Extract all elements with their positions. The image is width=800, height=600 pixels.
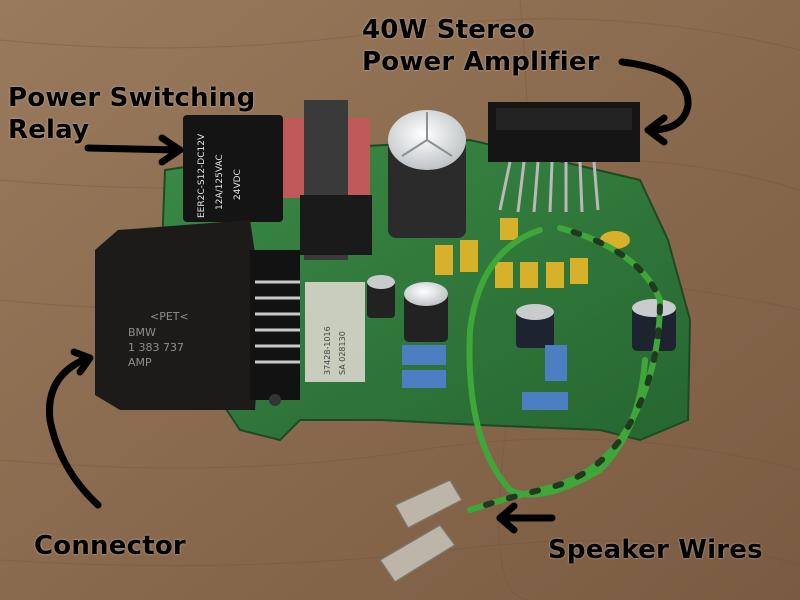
small-capacitors — [367, 275, 676, 351]
connector-marking-3: 1 383 737 — [128, 341, 184, 354]
relay-arrow-icon — [84, 134, 184, 166]
relay-label-line-1: Power Switching — [8, 83, 256, 113]
large-capacitor — [388, 110, 466, 238]
annotation-arrows — [45, 58, 692, 534]
speaker-wires-label-text: Speaker Wires — [548, 535, 763, 565]
connector-label-text: Connector — [34, 531, 186, 561]
amplifier-label-line-1: 40W Stereo — [362, 15, 536, 45]
connector-marking-4: AMP — [128, 356, 152, 369]
sticker-marking-2: SA 028130 — [338, 331, 347, 375]
pcb-sticker: 37428-1016 SA 028130 — [305, 282, 365, 382]
connector-housing: <PET< BMW 1 383 737 AMP — [95, 220, 300, 410]
relay-marking-1: EER2C-S12-DC12V — [197, 133, 207, 218]
amplifier-label: 40W Stereo Power Amplifier — [362, 14, 600, 78]
amplifier-arrow-icon — [618, 58, 692, 146]
amplifier-ic — [488, 102, 640, 213]
relay-marking-3: 24VDC — [233, 169, 243, 200]
connector-marking-1: <PET< — [150, 310, 189, 323]
connector-arrow-icon — [45, 348, 102, 509]
connector-marking-2: BMW — [128, 326, 156, 339]
blue-capacitors — [402, 345, 568, 410]
spade-terminals — [378, 479, 464, 584]
amplifier-label-line-2: Power Amplifier — [362, 47, 600, 77]
relay-label-line-2: Relay — [8, 115, 90, 145]
speaker-wires-arrow-icon — [496, 502, 556, 534]
relay-marking-2: 12A/125VAC — [215, 154, 225, 210]
yellow-capacitors — [435, 218, 630, 288]
relay-label: Power Switching Relay — [8, 82, 256, 146]
speaker-wires — [466, 225, 664, 513]
power-relay: EER2C-S12-DC12V 12A/125VAC 24VDC — [183, 115, 283, 222]
connector-label: Connector — [34, 530, 186, 562]
relay-socket — [282, 100, 372, 260]
sticker-marking-1: 37428-1016 — [323, 326, 332, 375]
speaker-wires-label: Speaker Wires — [548, 534, 763, 566]
